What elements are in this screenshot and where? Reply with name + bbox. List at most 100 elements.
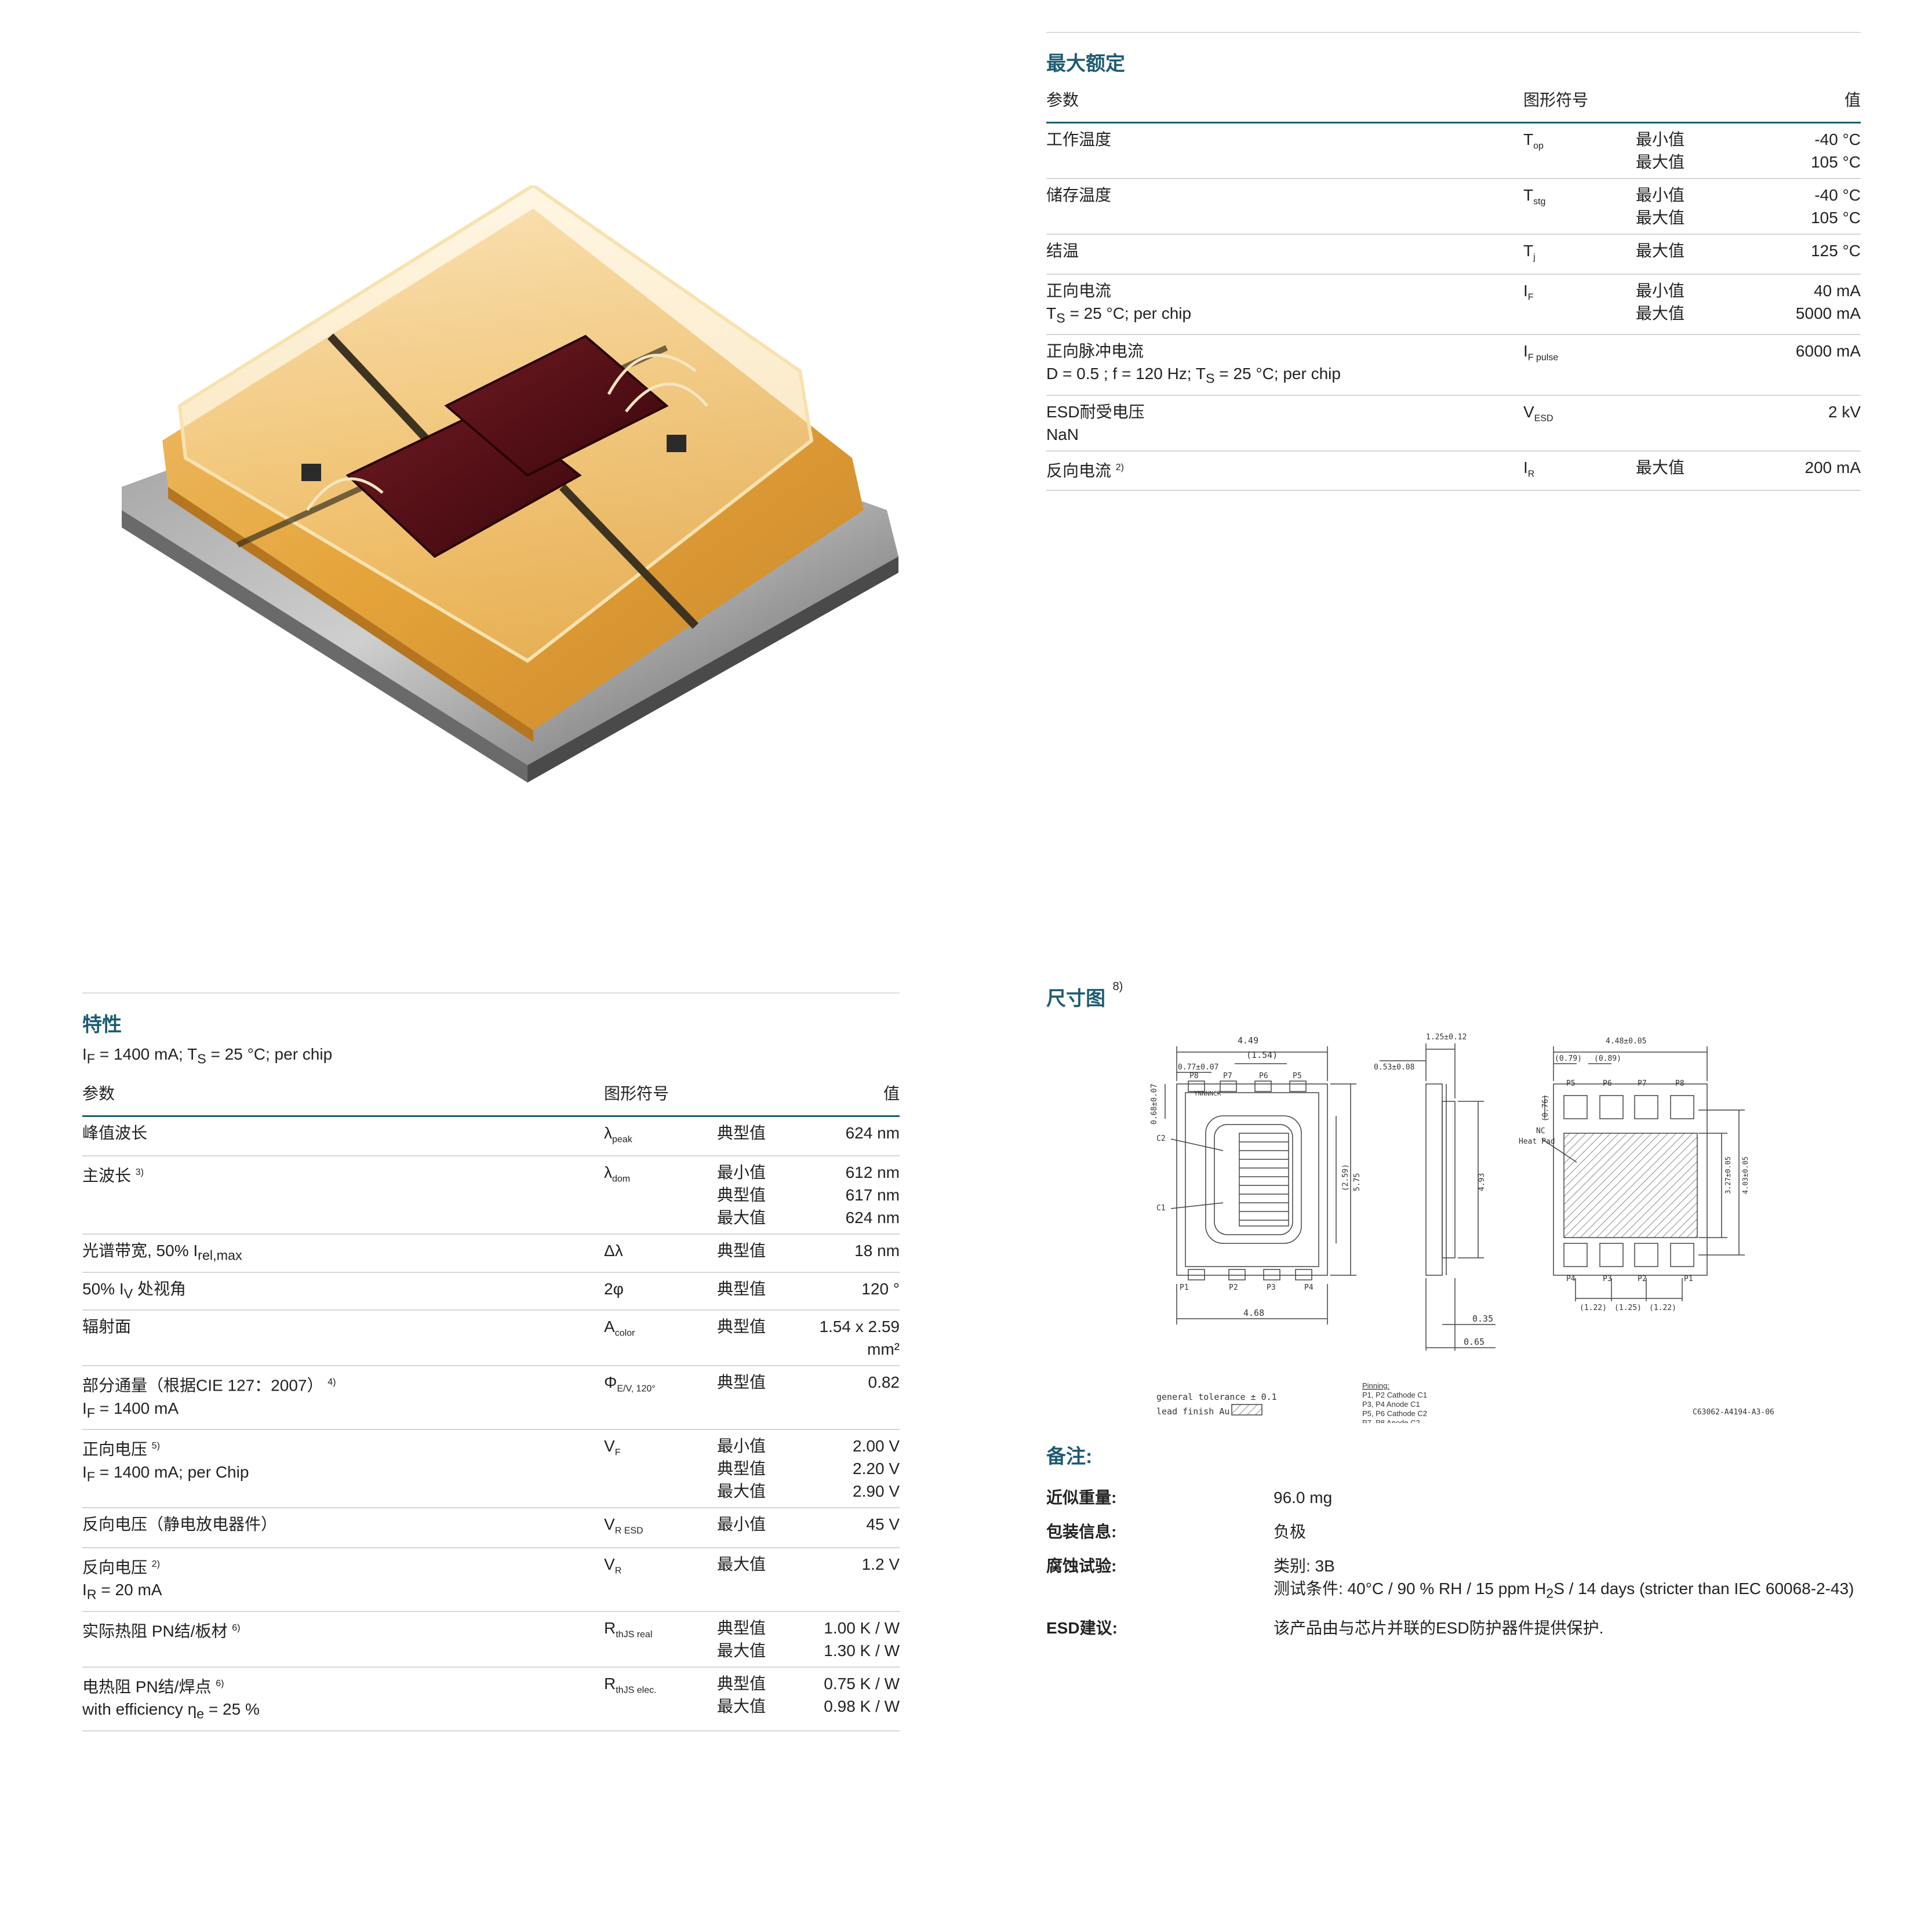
param-symbol: RthJS elec. (604, 1674, 657, 1695)
param-symbol: VR ESD (604, 1515, 643, 1536)
param-name: 主波长 3) (82, 1166, 144, 1185)
svg-text:P1: P1 (1684, 1275, 1693, 1283)
dimensions-title: 尺寸图 8) (1046, 980, 1123, 1010)
param-symbol: Top (1523, 130, 1544, 151)
svg-text:C1: C1 (1156, 1204, 1166, 1213)
param-kind: 典型值 (717, 1279, 766, 1298)
param-name: 50% IV 处视角 (82, 1279, 186, 1301)
svg-text:4.68: 4.68 (1243, 1308, 1264, 1318)
param-symbol: RthJS real (604, 1618, 653, 1640)
param-kind: 最小值最大值 (1636, 281, 1685, 322)
param-kind (1636, 395, 1746, 451)
param-name: 正向电压 5)IF = 1400 mA; per Chip (82, 1440, 249, 1485)
param-kind: 典型值最大值 (717, 1618, 766, 1660)
svg-text:P7: P7 (1223, 1072, 1232, 1080)
param-name: 反向电流 2) (1046, 461, 1125, 480)
svg-text:4.49: 4.49 (1238, 1035, 1258, 1046)
param-kind: 最小值典型值最大值 (717, 1437, 766, 1501)
svg-text:(1.25): (1.25) (1614, 1304, 1642, 1312)
svg-text:Heat Pad: Heat Pad (1519, 1137, 1555, 1146)
note-value: 96.0 mg (1274, 1489, 1333, 1507)
param-kind: 最小值最大值 (1636, 130, 1685, 171)
notes-title: 备注: (1046, 1446, 1093, 1468)
param-value: 624 nm (845, 1123, 900, 1142)
param-value: 1.2 V (861, 1555, 900, 1573)
svg-text:0.77±0.07: 0.77±0.07 (1178, 1063, 1218, 1072)
svg-text:(0.76): (0.76) (1541, 1094, 1550, 1122)
param-name: 储存温度 (1046, 186, 1112, 204)
svg-text:0.65: 0.65 (1464, 1337, 1485, 1347)
header-value: 值 (1844, 91, 1861, 109)
note-value: 该产品由与芯片并联的ESD防护器件提供保护. (1274, 1618, 1604, 1637)
param-value: 6000 mA (1795, 342, 1861, 361)
svg-text:0.68±0.07: 0.68±0.07 (1150, 1084, 1159, 1125)
svg-text:P3: P3 (1603, 1275, 1612, 1283)
param-kind: 典型值 (717, 1123, 766, 1142)
svg-text:P1, P2 Cathode C1: P1, P2 Cathode C1 (1362, 1391, 1427, 1399)
param-name: 工作温度 (1046, 130, 1112, 148)
table-row: 正向电压 5)IF = 1400 mA; per Chip VF 最小值典型值最大值… (82, 1429, 900, 1508)
param-kind: 典型值 (717, 1318, 766, 1336)
svg-text:P2: P2 (1638, 1275, 1647, 1283)
svg-text:5.75: 5.75 (1353, 1173, 1362, 1191)
header-symbol: 图形符号 (604, 1084, 670, 1103)
svg-text:P7: P7 (1638, 1079, 1647, 1088)
header-value: 值 (883, 1084, 900, 1103)
param-symbol: 2φ (604, 1279, 624, 1298)
svg-text:0.53±0.08: 0.53±0.08 (1374, 1063, 1414, 1072)
param-kind (1636, 334, 1746, 395)
param-symbol: VF (604, 1437, 621, 1458)
svg-text:(0.89): (0.89) (1594, 1054, 1621, 1063)
param-symbol: Acolor (604, 1318, 635, 1338)
param-value: 120 ° (861, 1279, 900, 1298)
param-symbol: VR (604, 1555, 622, 1576)
table-row: 50% IV 处视角 2φ 典型值 120 ° (82, 1272, 900, 1311)
param-symbol: Δλ (604, 1242, 623, 1260)
svg-text:C63062-A4194-A3-06: C63062-A4194-A3-06 (1693, 1408, 1774, 1417)
svg-text:(1.22): (1.22) (1580, 1304, 1607, 1312)
svg-text:1.25±0.12: 1.25±0.12 (1426, 1033, 1467, 1042)
param-symbol: IF pulse (1523, 342, 1559, 363)
param-value: 45 V (866, 1515, 900, 1534)
param-kind: 最大值 (1636, 242, 1685, 260)
note-row: ESD建议:该产品由与芯片并联的ESD防护器件提供保护. (1046, 1611, 1861, 1645)
svg-text:P5: P5 (1566, 1079, 1576, 1088)
svg-text:YNNNNCR: YNNNNCR (1194, 1090, 1221, 1097)
param-kind: 最小值最大值 (1636, 186, 1685, 227)
characteristics-condition: IF = 1400 mA; TS = 25 °C; per chip (82, 1045, 333, 1067)
svg-text:P5: P5 (1293, 1072, 1302, 1080)
svg-text:P5, P6 Cathode C2: P5, P6 Cathode C2 (1362, 1409, 1427, 1418)
param-name: 结温 (1046, 242, 1079, 260)
param-value: 200 mA (1804, 458, 1861, 476)
param-name: 反向电压 2)IR = 20 mA (82, 1558, 162, 1602)
svg-text:P3, P4 Anode C1: P3, P4 Anode C1 (1362, 1400, 1420, 1409)
svg-text:(0.79): (0.79) (1555, 1054, 1582, 1063)
svg-text:(2.59): (2.59) (1341, 1164, 1350, 1191)
svg-text:0.35: 0.35 (1472, 1314, 1493, 1324)
svg-text:general tolerance ± 0.1: general tolerance ± 0.1 (1156, 1392, 1277, 1402)
param-name: 辐射面 (82, 1318, 132, 1336)
param-kind: 典型值最大值 (717, 1674, 766, 1715)
param-kind: 典型值 (717, 1242, 766, 1260)
param-name: 反向电压（静电放电器件） (82, 1515, 278, 1534)
svg-text:P6: P6 (1603, 1079, 1612, 1088)
svg-text:P4: P4 (1566, 1275, 1576, 1283)
characteristics-title: 特性 (82, 1014, 122, 1036)
header-symbol: 图形符号 (1523, 91, 1589, 109)
svg-text:P4: P4 (1304, 1283, 1314, 1292)
